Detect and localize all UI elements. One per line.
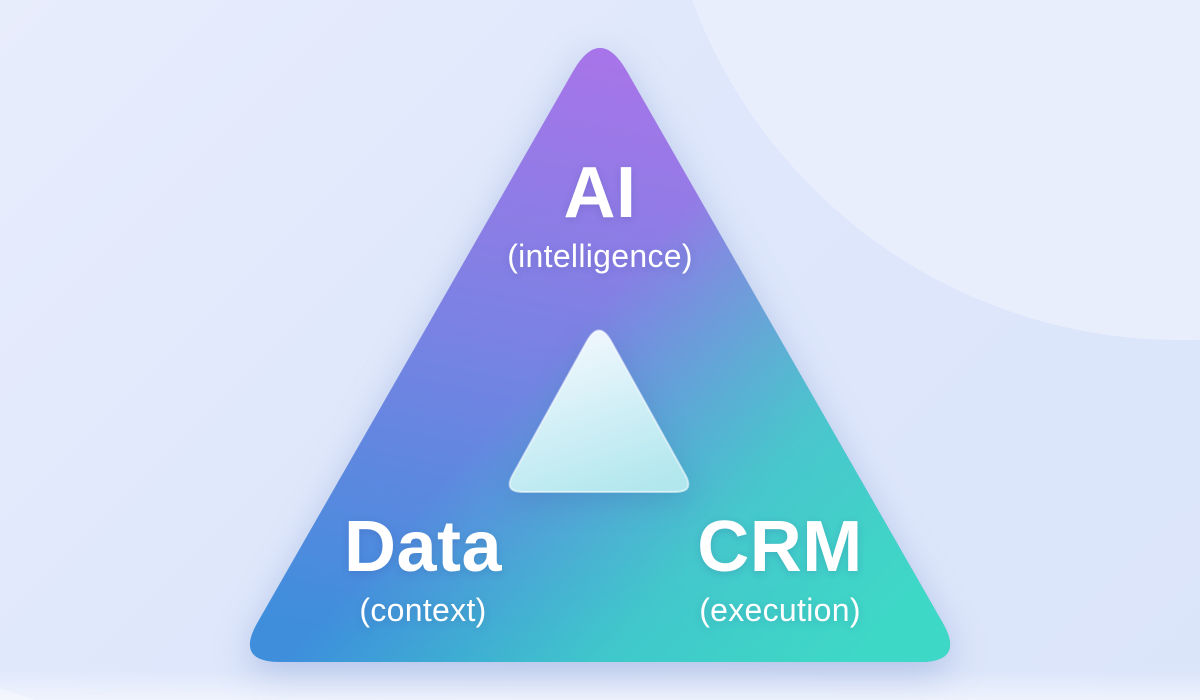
node-crm-label: CRM [697, 507, 863, 587]
node-data-sublabel: (context) [359, 591, 487, 628]
node-ai: AI (intelligence) [507, 153, 693, 275]
node-ai-label: AI [563, 153, 637, 233]
node-data-label: Data [343, 507, 503, 587]
node-data: Data (context) [343, 507, 503, 629]
node-ai-sublabel: (intelligence) [507, 237, 693, 274]
inner-triangle-shape [508, 329, 690, 493]
node-crm-sublabel: (execution) [699, 591, 861, 628]
node-crm: CRM (execution) [697, 507, 863, 629]
